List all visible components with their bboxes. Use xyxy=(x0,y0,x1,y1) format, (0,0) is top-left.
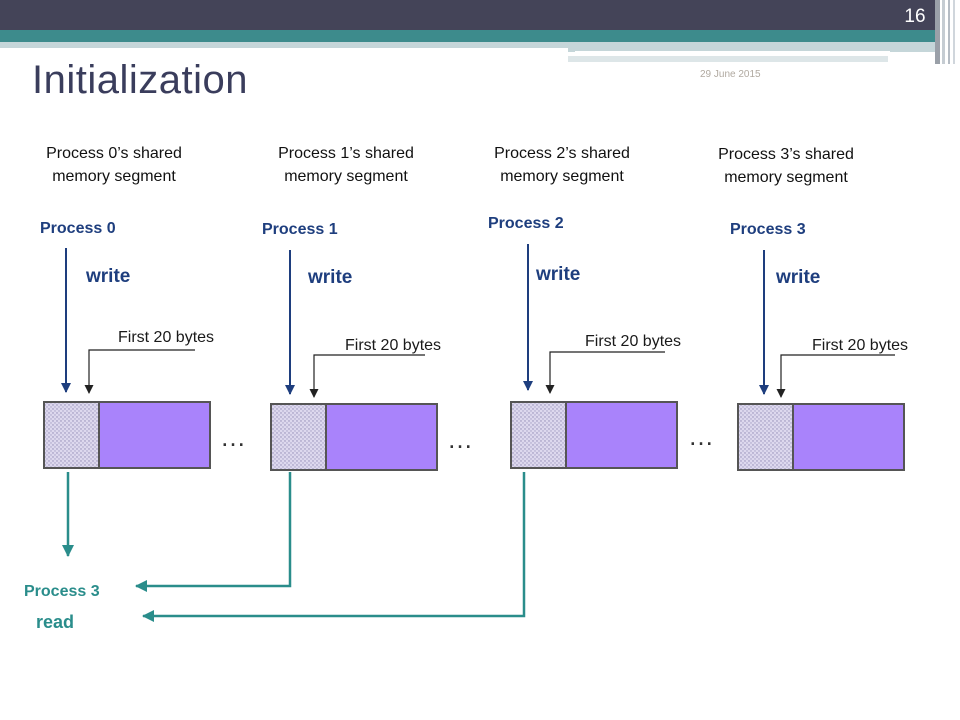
segment-2-write-label: write xyxy=(535,264,580,285)
segment-1-header-block xyxy=(270,403,327,471)
reader-process-label: Process 3 xyxy=(24,583,100,600)
ellipsis-1: … xyxy=(447,424,473,454)
slide-date: 29 June 2015 xyxy=(700,69,761,80)
corner-stripe xyxy=(935,0,940,64)
segment-1-process-label: Process 1 xyxy=(262,221,338,238)
segment-2: Process 2 write First 20 bytes xyxy=(488,215,681,469)
segment-2-caption: Process 2’s shared memory segment xyxy=(467,142,657,188)
segment-0-header-block xyxy=(43,401,100,469)
segment-1-bytes-pointer xyxy=(309,354,425,398)
segment-0-caption: Process 0’s shared memory segment xyxy=(19,142,209,188)
segment-1-bytes-label: First 20 bytes xyxy=(345,337,441,354)
segment-3-data-block xyxy=(792,403,905,471)
header-accent-bar xyxy=(0,30,935,42)
reader-read-label: read xyxy=(36,612,74,632)
segment-3-caption: Process 3’s shared memory segment xyxy=(691,143,881,189)
header-stripe xyxy=(0,42,568,48)
segment-0-bytes-label: First 20 bytes xyxy=(118,329,214,346)
ellipsis-2: … xyxy=(688,421,714,451)
segment-1-write-label: write xyxy=(307,267,352,288)
segment-0-write-label: write xyxy=(85,266,130,287)
segment-3-bytes-pointer xyxy=(776,354,895,398)
segment-2-bytes-label: First 20 bytes xyxy=(585,333,681,350)
header-bar xyxy=(0,0,935,30)
segment-0-caption-line2: memory segment xyxy=(52,168,176,185)
header-stripe-right xyxy=(568,42,935,52)
segment-3: Process 3 write First 20 bytes xyxy=(730,221,908,471)
slide-title: Initialization xyxy=(32,58,249,102)
segment-3-process-label: Process 3 xyxy=(730,221,806,238)
segment-2-caption-line1: Process 2’s shared xyxy=(494,145,630,162)
segment-0: Process 0 write First 20 bytes xyxy=(40,220,214,469)
segment-3-caption-line1: Process 3’s shared xyxy=(718,146,854,163)
segment-0-process-label: Process 0 xyxy=(40,220,116,237)
segment-2-header-block xyxy=(510,401,567,469)
header-stripe-highlight xyxy=(575,51,890,53)
header-stripe-lower xyxy=(568,56,888,62)
segment-1-caption: Process 1’s shared memory segment xyxy=(251,142,441,188)
segment-2-bytes-pointer xyxy=(545,351,665,394)
segment-3-bytes-label: First 20 bytes xyxy=(812,337,908,354)
segment-0-caption-line1: Process 0’s shared xyxy=(46,145,182,162)
segment-1-caption-line1: Process 1’s shared xyxy=(278,145,414,162)
segment-3-write-label: write xyxy=(775,267,820,288)
read-arrow-segment-2 xyxy=(142,472,526,622)
segment-2-data-block xyxy=(565,401,678,469)
segment-3-header-block xyxy=(737,403,794,471)
segment-2-caption-line2: memory segment xyxy=(500,168,624,185)
segment-2-process-label: Process 2 xyxy=(488,215,564,232)
slide-number: 16 xyxy=(904,6,926,27)
segment-1-data-block xyxy=(325,403,438,471)
segment-1-caption-line2: memory segment xyxy=(284,168,408,185)
segment-3-caption-line2: memory segment xyxy=(724,169,848,186)
segment-1: Process 1 write First 20 bytes xyxy=(262,221,441,471)
corner-stripe xyxy=(948,0,950,64)
ellipsis-0: … xyxy=(220,422,246,452)
corner-stripe xyxy=(953,0,955,64)
read-arrow-segment-1 xyxy=(135,472,292,592)
segment-0-bytes-pointer xyxy=(84,349,195,394)
segment-0-data-block xyxy=(98,401,211,469)
corner-stripe xyxy=(942,0,945,64)
